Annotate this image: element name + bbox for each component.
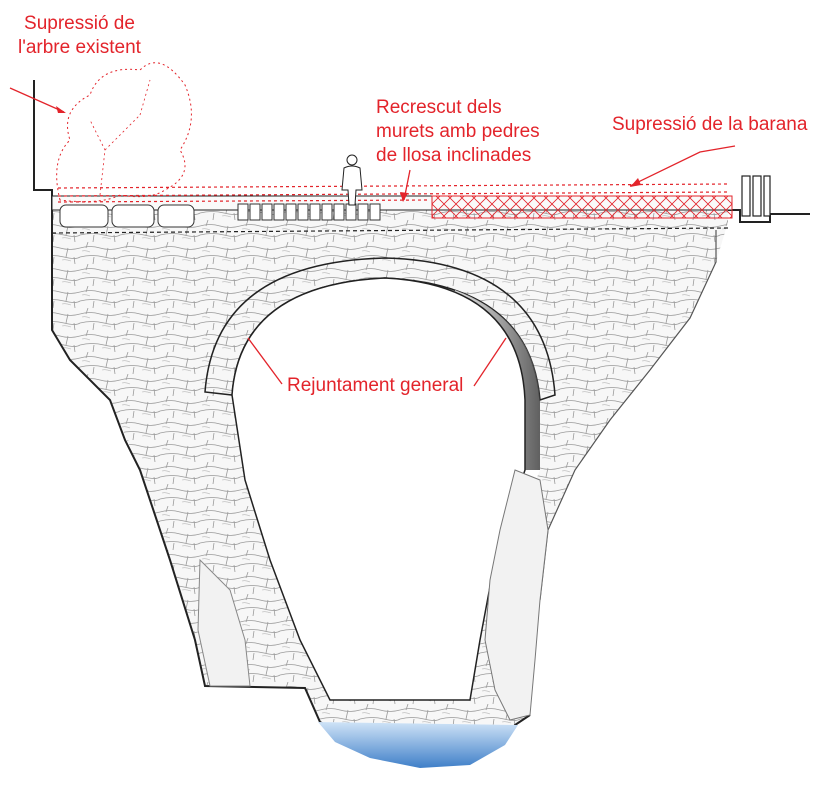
tree-removal-line-1: Supressió de [24,13,135,34]
right-pier-edge [539,230,717,601]
tree-removal-annotation: Supressió de l'arbre existent [18,12,141,60]
wall-raising-annotation: Recrescut dels murets amb pedres de llos… [376,96,540,168]
leader-lines [9,87,736,387]
tree-sketch [56,62,192,203]
tree-sketch-branches [89,79,151,196]
tree-removal-line-2: l'arbre existent [18,37,141,58]
wall-raising-line-1: Recrescut dels [376,97,502,118]
rock-outcrop [484,469,549,721]
wall-raising-line-3: de llosa inclinades [376,145,532,166]
river-water [318,722,518,768]
rock-outcrop-left [197,558,251,687]
parapet-stones [59,203,381,228]
deck-dashed-line [51,227,729,234]
proposal-lines [57,183,731,203]
wall-raising-line-2: murets amb pedres [376,121,540,142]
railing-hatched-area [431,195,733,219]
pedestrian-figure-icon [341,154,363,206]
railing-post [741,175,771,217]
railing-removal-annotation: Supressió de la barana [612,114,808,135]
right-abutment-outline [728,209,810,223]
general-repointing-annotation: Rejuntament general [287,375,464,396]
leader-arrowheads [56,106,641,202]
